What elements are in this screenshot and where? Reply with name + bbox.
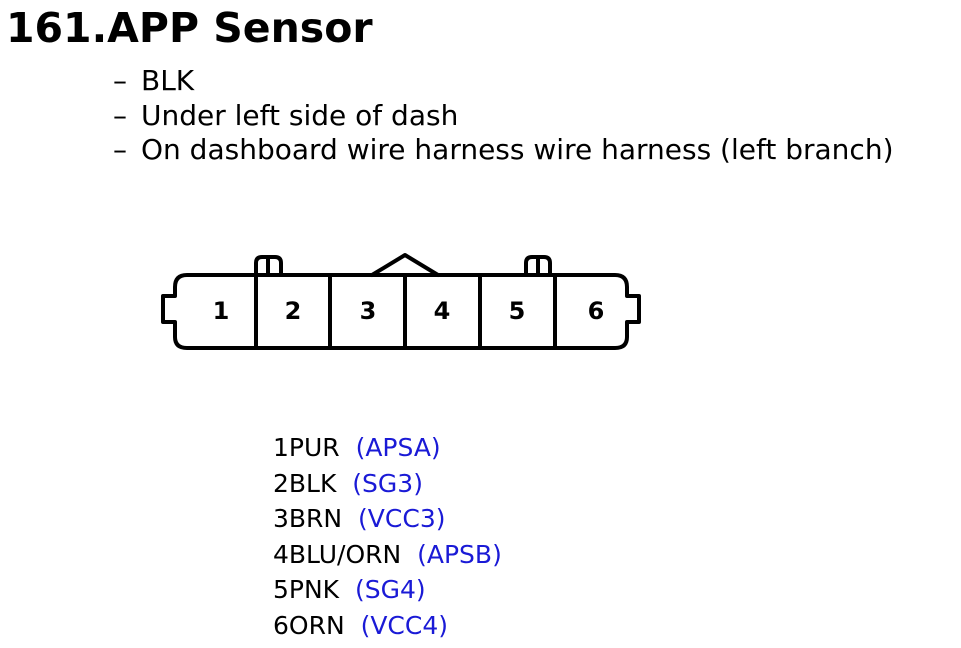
pin-wire-color: 5PNK — [273, 575, 340, 604]
pin-number: 2 — [285, 297, 302, 325]
pin-wire-color: 3BRN — [273, 504, 343, 533]
pin-wire-color: 2BLK — [273, 468, 337, 498]
pin-number: 5 — [509, 297, 526, 325]
pinout-row: 6ORN (VCC4) — [273, 608, 502, 644]
note-item: –On dashboard wire harness wire harness … — [113, 133, 894, 168]
note-dash: – — [113, 98, 127, 132]
pin-number: 6 — [588, 297, 605, 325]
pin-number: 3 — [360, 297, 377, 325]
pinout-list: 1PUR (APSA) 2BLK (SG3) 3BRN (VCC3) 4BLU/… — [273, 430, 502, 643]
pin-signal: (APSB) — [417, 539, 502, 569]
pinout-row: 2BLK (SG3) — [273, 466, 502, 502]
pin-signal: (SG3) — [352, 468, 423, 498]
pin-number: 1 — [213, 297, 230, 325]
page-title: 161.APP Sensor — [6, 4, 373, 52]
pin-signal: (APSA) — [355, 433, 441, 462]
pin-signal: (VCC4) — [360, 610, 448, 640]
pinout-row: 4BLU/ORN (APSB) — [273, 537, 502, 573]
pin-signal: (VCC3) — [358, 504, 446, 533]
connector-notes: –BLK –Under left side of dash –On dashbo… — [113, 64, 894, 168]
note-dash: – — [113, 64, 127, 97]
note-harness: On dashboard wire harness wire harness (… — [141, 133, 894, 166]
pinout-row: 3BRN (VCC3) — [273, 501, 502, 537]
note-item: –BLK — [113, 64, 894, 99]
note-dash: – — [113, 133, 127, 166]
pin-wire-color: 1PUR — [273, 433, 340, 462]
note-location: Under left side of dash — [141, 98, 459, 132]
connector-diagram: 1 2 3 4 5 6 — [161, 253, 641, 350]
pin-signal: (SG4) — [354, 575, 426, 604]
note-wire-color: BLK — [141, 64, 195, 97]
pin-wire-color: 4BLU/ORN — [273, 539, 402, 569]
pinout-row: 1PUR (APSA) — [273, 430, 502, 466]
pin-number: 4 — [434, 297, 451, 325]
note-item: –Under left side of dash — [113, 99, 894, 134]
key-center — [370, 253, 440, 277]
connector-housing — [161, 273, 641, 350]
pinout-row: 5PNK (SG4) — [273, 572, 502, 608]
pin-wire-color: 6ORN — [273, 610, 345, 640]
